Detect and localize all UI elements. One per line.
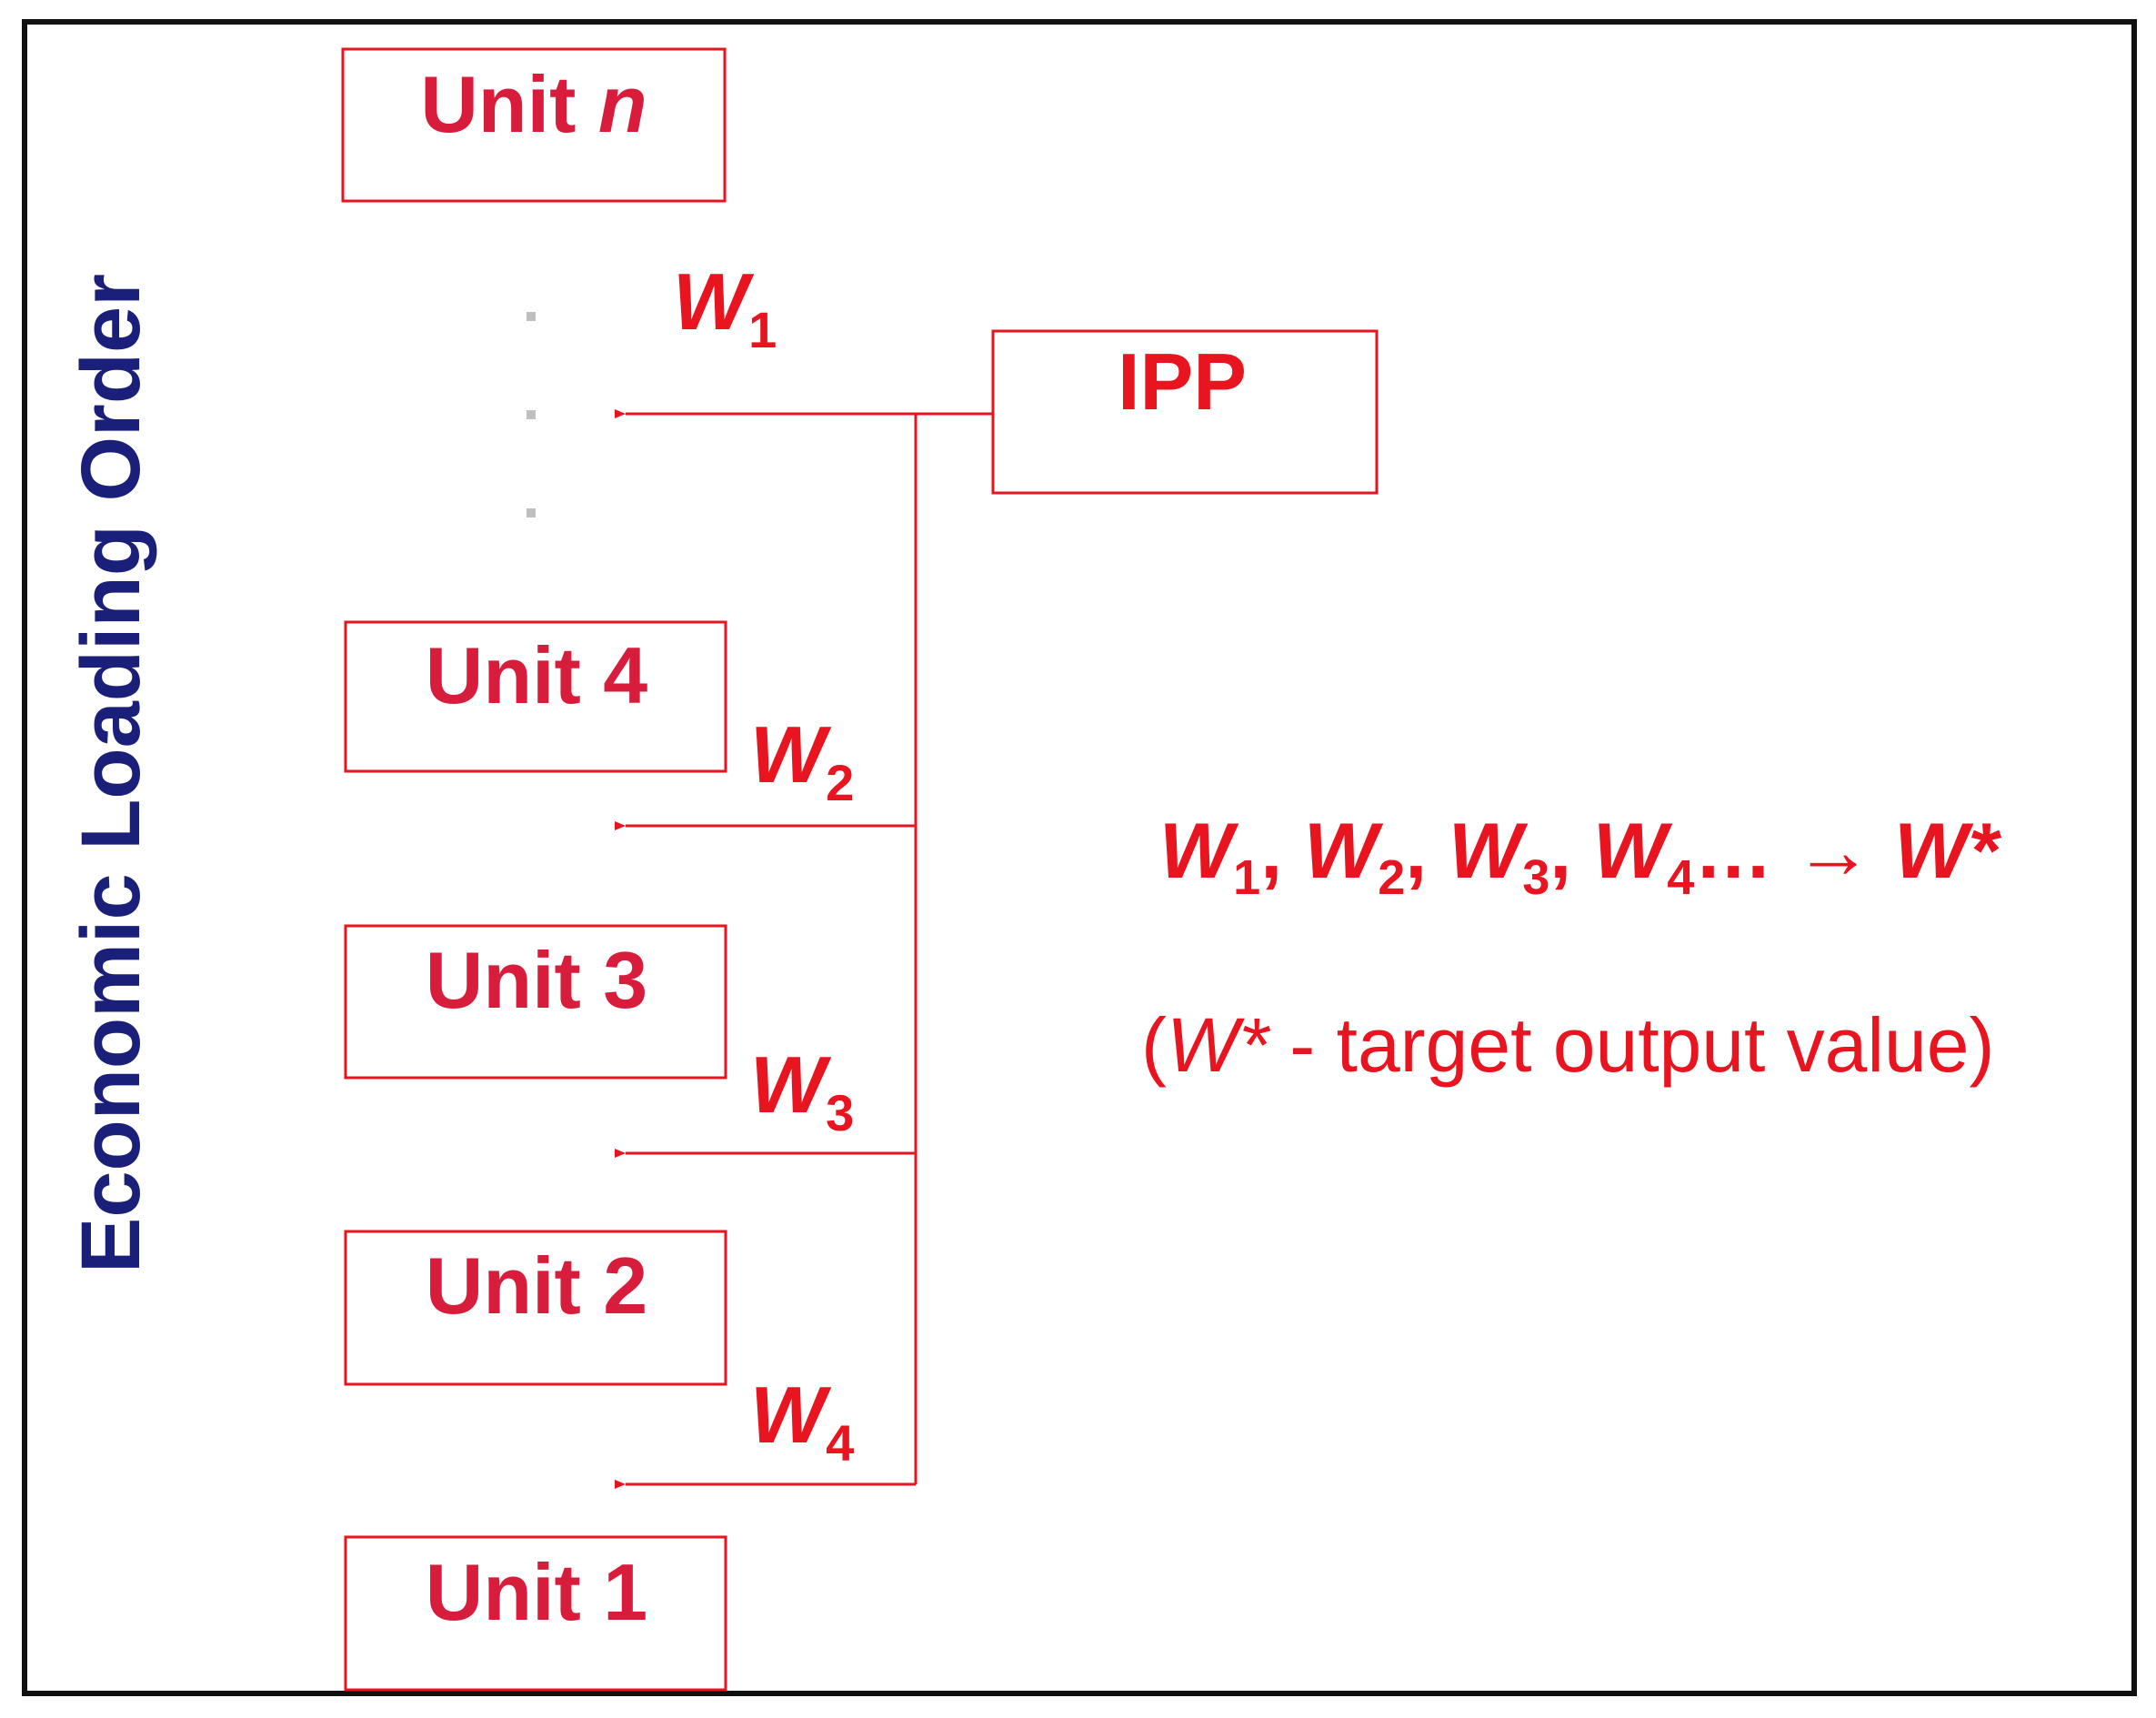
flow-w1-subscript: 1 [748,301,777,358]
unit-3-suffix: 3 [603,935,647,1025]
formula-w4-subscript: 4 [1667,850,1694,905]
unit-4-frame [344,620,727,773]
formula-target: W* [1894,808,2001,895]
formula-w4-symbol: W [1593,808,1673,895]
unit-n-prefix: Unit [420,59,576,149]
outer-frame [22,19,2137,1696]
unit-3-frame [344,924,727,1080]
note-open-paren: ( [1141,1002,1167,1088]
ipp-box: IPP [991,329,1379,495]
unit-3-prefix: Unit [426,935,581,1025]
flow-label-w4: W4 [750,1370,854,1472]
formula-arrow: → [1794,808,1872,895]
flow-w2-symbol: W [750,709,832,799]
unit-box-3: Unit 3 [344,924,727,1080]
flow-w4-subscript: 4 [826,1414,854,1472]
formula-w1-subscript: 1 [1233,850,1260,905]
flow-w3-symbol: W [750,1040,832,1130]
unit-box-1: Unit 1 [344,1535,727,1692]
formula-w2-symbol: W [1304,808,1384,895]
unit-4-label: Unit 4 [426,630,648,720]
unit-1-suffix: 1 [603,1547,647,1637]
economic-loading-order-label: Economic Loading Order [65,274,157,1273]
note-symbol: W* [1167,1002,1270,1088]
ipp-frame [991,329,1379,495]
flow-w3-subscript: 3 [826,1084,854,1141]
unit-1-prefix: Unit [426,1547,581,1637]
target-note: (W* - target output value) [1141,1002,1994,1088]
formula-sep-3: , [1549,808,1593,895]
ellipsis-dot [526,508,536,517]
unit-2-suffix: 2 [603,1241,647,1331]
ellipsis-dot [526,312,536,321]
formula-line: W1, W2, W3, W4… → W* [1159,808,2001,905]
formula-sep-2: , [1405,808,1449,895]
flow-label-w1: W1 [673,256,777,358]
unit-2-frame [344,1230,727,1386]
unit-2-label: Unit 2 [426,1241,647,1331]
unit-4-prefix: Unit [426,630,581,720]
unit-box-4: Unit 4 [344,620,727,773]
ellipsis-dot [526,410,536,419]
unit-n-suffix: n [598,59,647,149]
unit-n-label: Unit n [420,59,647,149]
unit-4-suffix: 4 [603,630,647,720]
unit-n-frame [341,47,727,203]
flow-label-w2: W2 [750,709,854,811]
formula-w3-subscript: 3 [1522,850,1549,905]
unit-2-prefix: Unit [426,1241,581,1331]
unit-1-label: Unit 1 [426,1547,647,1637]
flow-label-w3: W3 [750,1040,854,1141]
unit-1-frame [344,1535,727,1692]
ipp-label: IPP [1118,337,1247,427]
formula-w1-symbol: W [1159,808,1239,895]
formula-sep-1: , [1260,808,1304,895]
note-text: - target output value) [1269,1002,1994,1088]
unit-box-2: Unit 2 [344,1230,727,1386]
unit-box-n: Unit n [341,47,727,203]
unit-3-label: Unit 3 [426,935,647,1025]
ellipsis-dots [526,312,536,517]
formula-sep-4: … [1694,808,1794,895]
flow-w4-symbol: W [750,1370,832,1460]
flow-w1-symbol: W [673,256,755,347]
formula-w3-symbol: W [1449,808,1529,895]
flow-w2-subscript: 2 [826,754,854,811]
formula-w2-subscript: 2 [1378,850,1405,905]
